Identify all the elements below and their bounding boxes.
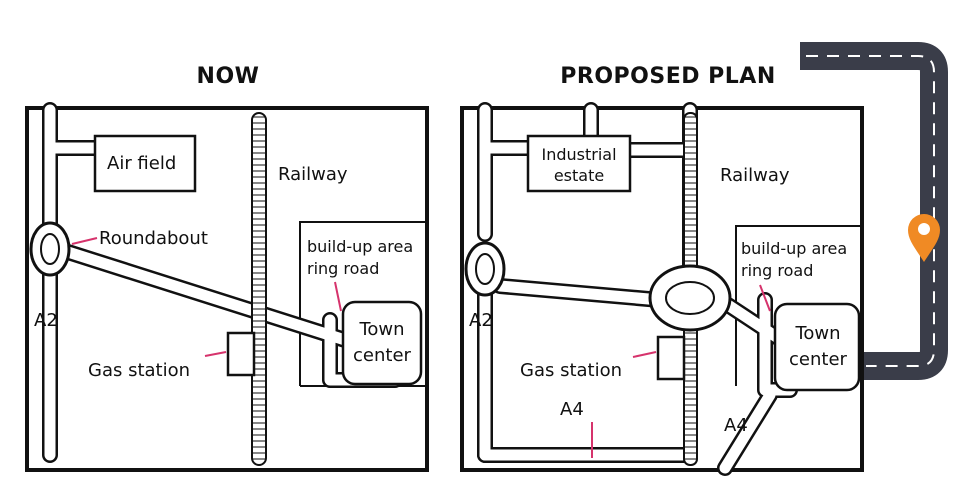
now-town-label-2: center xyxy=(353,345,412,366)
now-air-field-label: Air field xyxy=(107,153,176,174)
plan-gas-station xyxy=(656,335,686,381)
plan-builtup-label-2: ring road xyxy=(741,261,813,280)
plan-map: Industrial estate Gas station Town cente… xyxy=(460,102,864,476)
plan-industrial-label-1: Industrial xyxy=(541,145,616,164)
now-gas-station xyxy=(226,331,256,377)
now-map: Air field Gas station Town center Railwa… xyxy=(25,102,429,472)
plan-title: PROPOSED PLAN xyxy=(560,64,775,89)
plan-railway-label: Railway xyxy=(720,165,790,186)
now-railway-track xyxy=(251,112,267,466)
plan-a4-left-label: A4 xyxy=(560,399,584,420)
now-town-center xyxy=(341,300,423,386)
now-roundabout-label: Roundabout xyxy=(99,228,208,249)
now-a2-label: A2 xyxy=(34,310,58,331)
plan-gas-station-label: Gas station xyxy=(520,360,622,381)
now-air-field xyxy=(93,134,197,193)
plan-builtup-area xyxy=(735,225,860,386)
now-railway-label: Railway xyxy=(278,164,348,185)
plan-industrial-estate xyxy=(526,134,632,193)
now-builtup-label-2: ring road xyxy=(307,259,379,278)
now-title: NOW xyxy=(197,64,260,89)
plan-a2-label: A2 xyxy=(469,310,493,331)
now-builtup-label-1: build-up area xyxy=(307,237,413,256)
plan-town-label-1: Town xyxy=(794,323,840,344)
map-pin-icon xyxy=(908,214,940,262)
plan-a4-right-label: A4 xyxy=(724,415,748,436)
road-banner xyxy=(800,42,948,380)
plan-builtup-label-1: build-up area xyxy=(741,239,847,258)
now-map-frame xyxy=(25,106,429,472)
plan-industrial-label-2: estate xyxy=(554,166,604,185)
plan-town-label-2: center xyxy=(789,349,848,370)
plan-town-center xyxy=(773,302,861,392)
now-gas-station-label: Gas station xyxy=(88,360,190,381)
now-town-label-1: Town xyxy=(358,319,404,340)
